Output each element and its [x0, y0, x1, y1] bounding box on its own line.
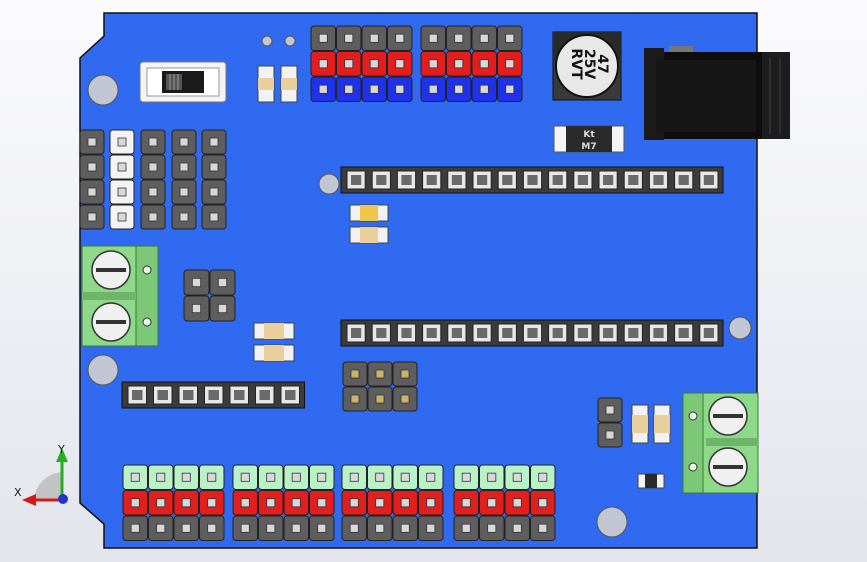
header-top-left [310, 25, 413, 102]
header-top-right [420, 25, 523, 102]
resistor-vertical [257, 65, 298, 103]
slide-switch [139, 61, 227, 103]
dc-barrel-jack [644, 46, 790, 140]
screw-terminal-right [682, 392, 759, 494]
header-bottom-3 [341, 464, 444, 541]
mounting-hole-mid-left [87, 354, 119, 386]
via-hole [284, 35, 296, 47]
header-2pin-right [597, 397, 623, 448]
mounting-hole-small-right [728, 316, 752, 340]
mounting-hole-small-left [318, 173, 340, 195]
coordinate-axis-triad: Y X [14, 443, 68, 506]
diode-label-top: Kt [583, 130, 595, 140]
header-bottom-4 [453, 464, 556, 541]
header-left-5 [201, 129, 227, 230]
header-left-1 [79, 129, 105, 230]
capacitor-series-label: RVT [568, 48, 584, 80]
electrolytic-capacitor: 47 25V RVT [552, 31, 622, 101]
screw-terminal-left [81, 245, 159, 347]
axis-x-label: X [14, 486, 22, 499]
resistor-horizontal [253, 204, 671, 489]
header-left-2 [109, 129, 135, 230]
diode-label-bottom: M7 [581, 142, 596, 152]
capacitor-value-label: 47 [594, 54, 610, 73]
socket-strip-top [340, 166, 724, 194]
header-left-4 [171, 129, 197, 230]
via-hole [261, 35, 273, 47]
mounting-hole-bottom [596, 506, 628, 538]
header-bottom-1 [122, 464, 225, 541]
jumper-cluster [342, 361, 418, 412]
axis-y-label: Y [57, 443, 65, 456]
mounting-hole-top-left [87, 74, 119, 106]
header-left-3 [140, 129, 166, 230]
header-bottom-2 [232, 464, 335, 541]
smd-components [253, 65, 671, 489]
diode: Kt M7 [553, 125, 625, 153]
socket-strip-left [121, 381, 305, 409]
header-icsp [183, 269, 236, 322]
capacitor-voltage-label: 25V [581, 49, 597, 79]
socket-strip-middle [340, 319, 724, 347]
